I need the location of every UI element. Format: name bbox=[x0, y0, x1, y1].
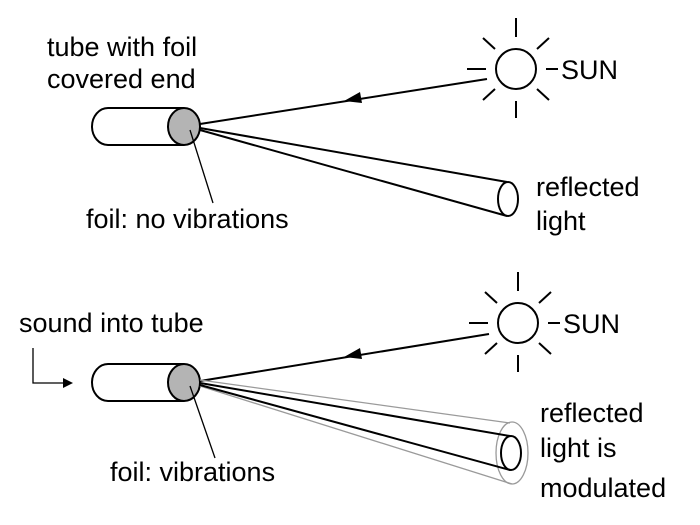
foil-end bbox=[167, 107, 201, 146]
sun-disc bbox=[495, 48, 537, 90]
tube-bottom bbox=[91, 363, 201, 402]
foil-label-bottom: foil: vibrations bbox=[110, 457, 275, 487]
incoming-light-ray-top bbox=[199, 78, 488, 125]
beam-edge-lower-top bbox=[199, 129, 508, 217]
sun-label-bottom: SUN bbox=[563, 309, 620, 339]
ray-arrowhead-top bbox=[344, 92, 362, 103]
ray-arrowhead-bottom bbox=[344, 348, 362, 359]
halo-edge-upper bbox=[199, 379, 511, 424]
foil-end bbox=[167, 363, 201, 402]
reflected-label-bottom-line2: light is bbox=[540, 433, 617, 463]
halo-edge-lower bbox=[199, 385, 513, 485]
reflected-label-bottom-line3: modulated bbox=[540, 473, 666, 503]
tube-top bbox=[91, 107, 201, 146]
foil-leader-top bbox=[189, 129, 214, 204]
sun-bottom-icon bbox=[469, 272, 560, 372]
sound-label: sound into tube bbox=[19, 308, 204, 338]
sound-arrowhead bbox=[63, 378, 73, 388]
sound-arrow-shaft bbox=[32, 348, 67, 384]
bottom-panel: sound into tube SUN bbox=[19, 272, 666, 503]
reflected-label-top-line2: light bbox=[536, 206, 586, 236]
tube-label-line2: covered end bbox=[47, 64, 196, 94]
tube-body bbox=[91, 107, 184, 146]
beam-edge-lower-bottom bbox=[199, 384, 511, 471]
tube-body bbox=[91, 363, 184, 402]
beam-spot-top bbox=[497, 181, 519, 217]
incoming-light-ray-bottom bbox=[199, 333, 490, 382]
sun-disc bbox=[497, 302, 539, 344]
top-panel: tube with foil covered end SUN bbox=[47, 18, 640, 236]
sun-label-top: SUN bbox=[561, 55, 618, 85]
foil-leader-bottom bbox=[189, 385, 216, 459]
beam-edge-upper-bottom bbox=[199, 382, 511, 437]
foil-label-top: foil: no vibrations bbox=[86, 204, 289, 234]
tube-label-line1: tube with foil bbox=[47, 32, 197, 62]
reflected-label-top-line1: reflected bbox=[536, 172, 640, 202]
sun-top-icon bbox=[467, 18, 558, 118]
halo-spot bbox=[495, 421, 529, 485]
beam-spot-bottom bbox=[500, 435, 522, 471]
reflected-label-bottom-line1: reflected bbox=[540, 398, 644, 428]
beam-edge-upper-top bbox=[199, 127, 508, 183]
sound-arrow-icon bbox=[32, 348, 73, 388]
